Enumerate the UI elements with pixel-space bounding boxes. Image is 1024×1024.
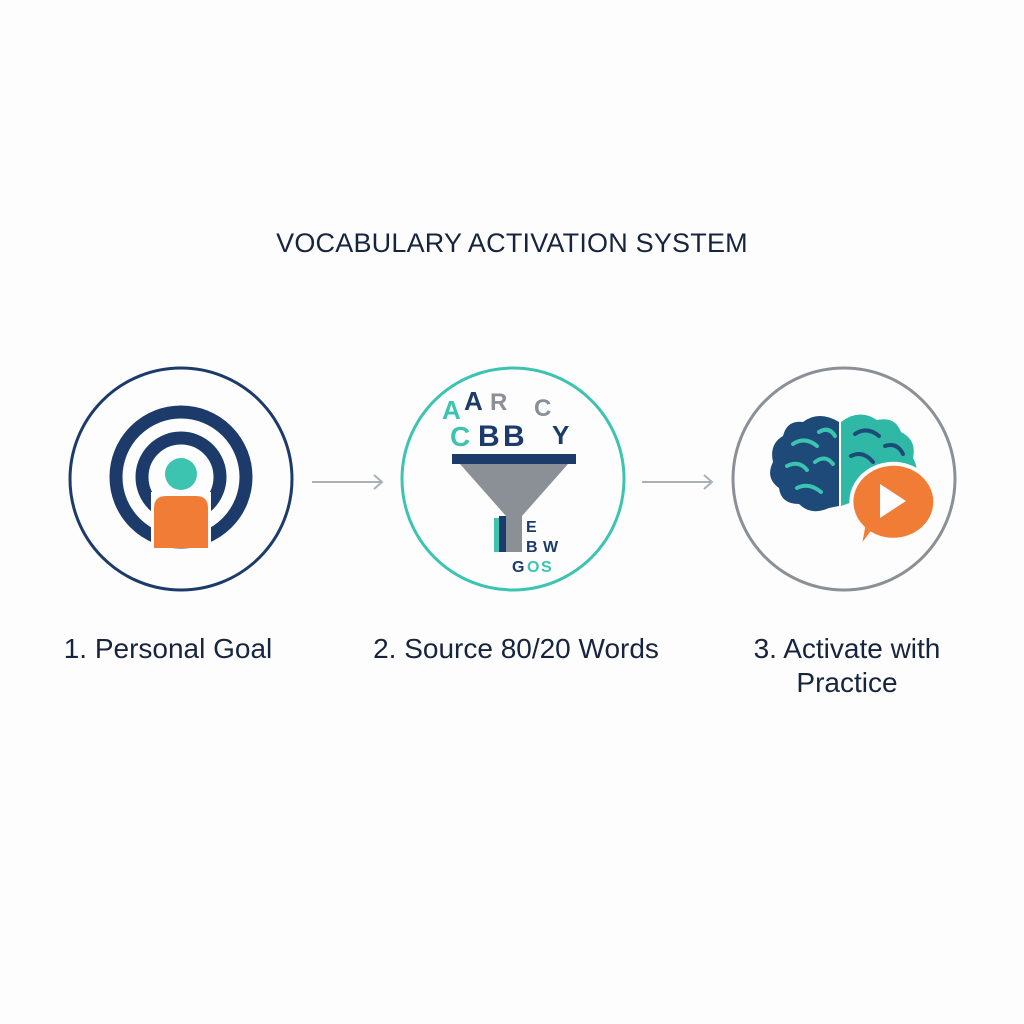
funnel-letter: B <box>526 539 538 556</box>
step-1-label: 1. Personal Goal <box>63 633 273 664</box>
step-3-label-line-2: Practice <box>796 667 898 698</box>
step-3-label: 3. Activate with Practice <box>697 632 997 700</box>
funnel-letter: C <box>534 395 551 422</box>
step-2-circle: A A R C C B B Y E B W G O S <box>400 366 626 592</box>
step-3-label-line-1: 3. Activate with <box>753 633 941 664</box>
funnel-letter: C <box>450 421 470 452</box>
funnel-letter: A <box>464 386 483 416</box>
brain-play-icon <box>770 414 938 552</box>
funnel-letter: W <box>543 539 559 556</box>
target-person-icon <box>109 405 253 549</box>
funnel-letter: Y <box>552 420 569 450</box>
flow-arrow-2 <box>640 472 716 492</box>
flow-arrow-1 <box>310 472 386 492</box>
step-3-circle <box>731 366 957 592</box>
funnel-letter: O <box>527 559 539 576</box>
funnel-letter: G <box>512 559 524 576</box>
funnel-letter: S <box>541 559 552 576</box>
letter-funnel-icon: A A R C C B B Y E B W G O S <box>442 386 576 576</box>
funnel-letter: E <box>526 519 537 536</box>
funnel-letter: B <box>503 420 525 453</box>
funnel-letter: A <box>442 395 461 425</box>
funnel-letter: B <box>478 420 500 453</box>
step-1-circle <box>68 366 294 592</box>
funnel-letter: R <box>490 389 507 416</box>
page-title: VOCABULARY ACTIVATION SYSTEM <box>276 228 748 258</box>
step-2-label: 2. Source 80/20 Words <box>373 633 659 664</box>
